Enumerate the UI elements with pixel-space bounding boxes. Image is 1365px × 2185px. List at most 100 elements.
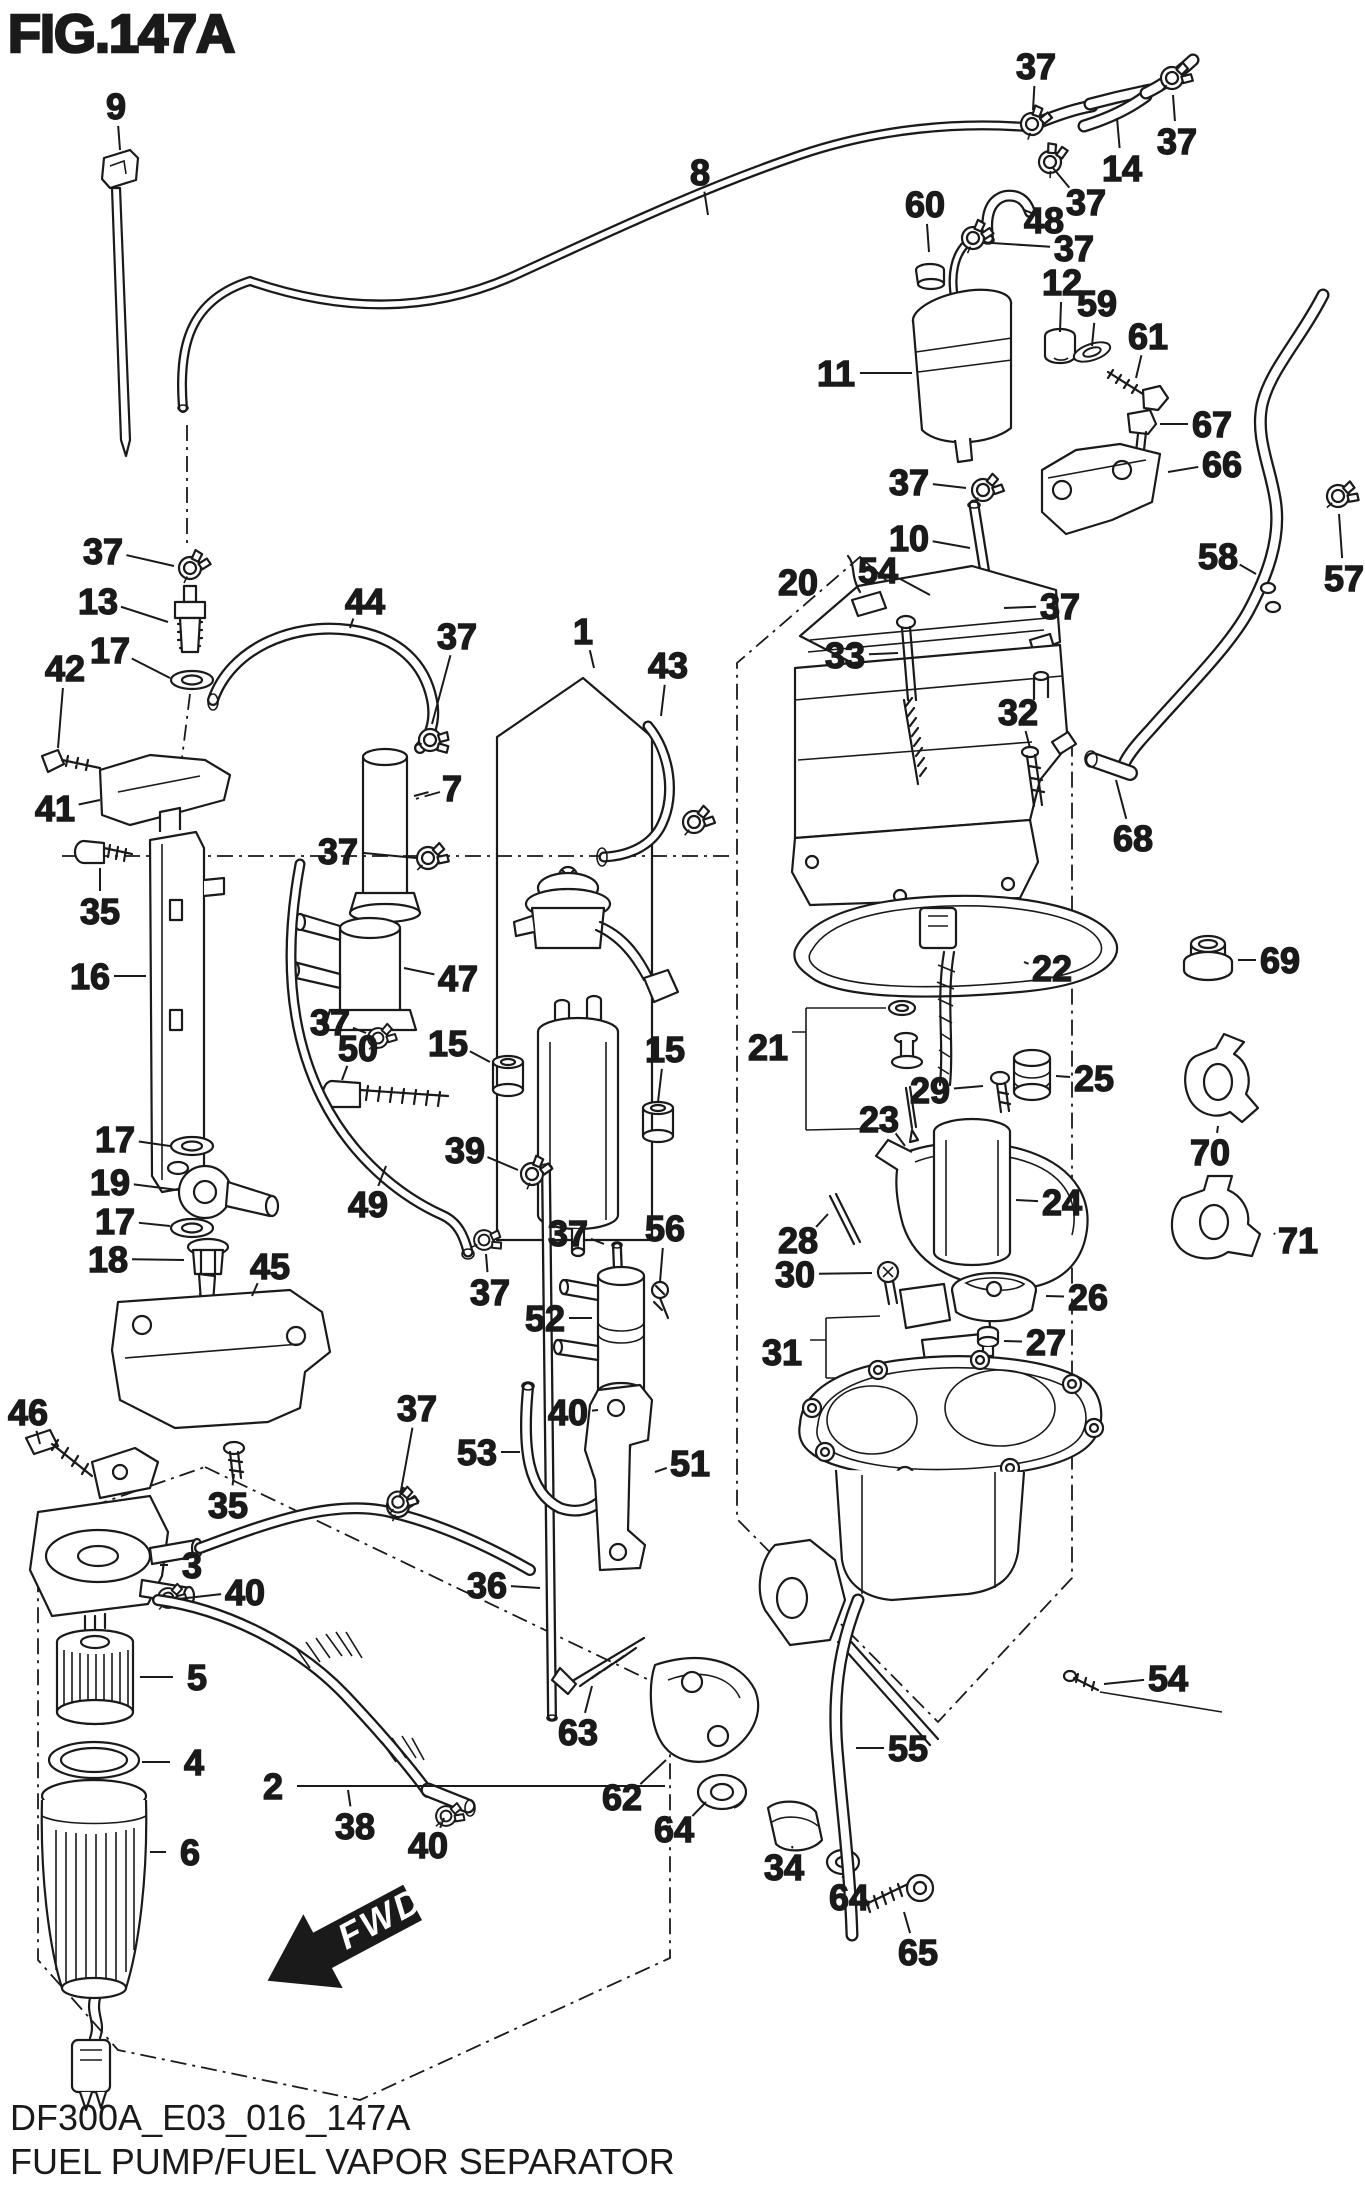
part-label-6: 6 (180, 1832, 200, 1873)
part-label-62: 62 (602, 1777, 642, 1818)
part-label-36: 36 (467, 1565, 507, 1606)
part-label-41: 41 (35, 788, 75, 829)
part-label-66: 66 (1202, 444, 1242, 485)
part-label-23: 23 (859, 1099, 899, 1140)
leader-line-65 (903, 1911, 912, 1934)
part-label-25: 25 (1074, 1058, 1114, 1099)
part-label-37: 37 (83, 531, 123, 572)
leader-line-41 (78, 799, 101, 806)
leader-line-63 (584, 1685, 593, 1714)
part-label-61: 61 (1128, 316, 1168, 357)
fuel-rail-art (40, 547, 454, 1194)
part-label-55: 55 (888, 1728, 928, 1769)
leader-line-64 (691, 1801, 707, 1817)
part-label-26: 26 (1068, 1277, 1108, 1318)
leader-line-37 (590, 1237, 605, 1245)
leader-line-40 (439, 1817, 445, 1829)
leader-line-64 (841, 1875, 844, 1879)
lower-bracket-art (550, 1383, 760, 1811)
leader-line-25 (1055, 1075, 1071, 1078)
part-label-17: 17 (95, 1201, 135, 1242)
part-label-37: 37 (318, 831, 358, 872)
part-label-17: 17 (90, 630, 130, 671)
leader-line-33 (868, 652, 899, 656)
separator-body-art (790, 554, 1078, 907)
leader-line-50 (341, 1065, 349, 1081)
leader-line-40 (591, 1409, 599, 1412)
leader-line-26 (1045, 1295, 1065, 1298)
leader-line-44 (349, 618, 355, 629)
part-label-24: 24 (1042, 1182, 1082, 1223)
leader-line-54 (899, 577, 931, 596)
low-pressure-filter-art (28, 1446, 204, 2112)
part-label-54: 54 (858, 550, 898, 591)
part-label-21: 21 (748, 1027, 788, 1068)
vent-hose-art (981, 53, 1200, 245)
leader-line-37 (352, 1026, 367, 1034)
part-label-31: 31 (762, 1332, 802, 1373)
part-label-9: 9 (106, 86, 126, 127)
part-label-51: 51 (670, 1443, 710, 1484)
part-label-63: 63 (558, 1712, 598, 1753)
part-label-53: 53 (457, 1432, 497, 1473)
part-label-40: 40 (548, 1392, 588, 1433)
leader-line-17 (138, 1221, 171, 1227)
part-label-59: 59 (1077, 283, 1117, 324)
leader-line-66 (1167, 465, 1199, 473)
leader-line-60 (925, 223, 930, 253)
leader-line-14 (1116, 117, 1121, 149)
leader-line-39 (487, 1156, 519, 1171)
leader-line-13 (120, 605, 169, 623)
leader-line-36 (510, 1585, 541, 1589)
part-label-16: 16 (70, 956, 110, 997)
figure-code: DF300A_E03_016_147A (10, 2097, 410, 2138)
hose-43-art (596, 720, 718, 867)
leader-line-47 (403, 967, 435, 976)
part-label-37: 37 (437, 616, 477, 657)
part-label-37: 37 (1040, 586, 1080, 627)
leader-line-37 (1003, 605, 1037, 609)
part-label-7: 7 (442, 768, 462, 809)
leader-line-48 (1023, 208, 1035, 215)
part-label-8: 8 (690, 152, 710, 193)
part-label-33: 33 (825, 635, 865, 676)
leader-line-37 (431, 654, 452, 725)
leader-line-37 (361, 851, 417, 859)
leader-line-58 (1239, 563, 1257, 575)
part-label-69: 69 (1260, 940, 1300, 981)
part-label-71: 71 (1278, 1220, 1318, 1261)
fuel-pipe-art (176, 120, 1030, 413)
leader-line-1 (588, 649, 595, 669)
part-label-65: 65 (898, 1932, 938, 1973)
leader-line-15 (469, 1050, 491, 1063)
part-label-15: 15 (645, 1029, 685, 1070)
part-label-44: 44 (345, 581, 385, 622)
part-label-12: 12 (1042, 262, 1082, 303)
part-label-3: 3 (182, 1545, 202, 1586)
part-label-48: 48 (1024, 200, 1064, 241)
part-label-37: 37 (397, 1388, 437, 1429)
leader-line-9 (117, 125, 121, 151)
part-label-5: 5 (187, 1657, 207, 1698)
part-label-37: 37 (548, 1213, 588, 1254)
part-label-58: 58 (1198, 536, 1238, 577)
leader-line-59 (1091, 322, 1096, 347)
leader-line-37 (991, 242, 1051, 248)
hose-44-art (207, 622, 459, 766)
leader-line-68 (1115, 779, 1128, 820)
part-label-54: 54 (1148, 1658, 1188, 1699)
leader-line-37 (485, 1253, 489, 1273)
leader-line-62 (639, 1759, 667, 1785)
part-label-32: 32 (998, 692, 1038, 733)
leader-line-17 (138, 1140, 171, 1147)
hose-49-art (285, 858, 510, 1262)
leader-line-30 (818, 1272, 873, 1275)
leader-line-32 (1024, 730, 1031, 749)
part-label-2: 2 (263, 1766, 283, 1807)
part-label-46: 46 (8, 1392, 48, 1433)
leader-line-57 (1338, 513, 1344, 559)
float-chamber-art (758, 1349, 1105, 1942)
part-label-67: 67 (1192, 404, 1232, 445)
figure-title: FIG.147A (8, 4, 234, 64)
